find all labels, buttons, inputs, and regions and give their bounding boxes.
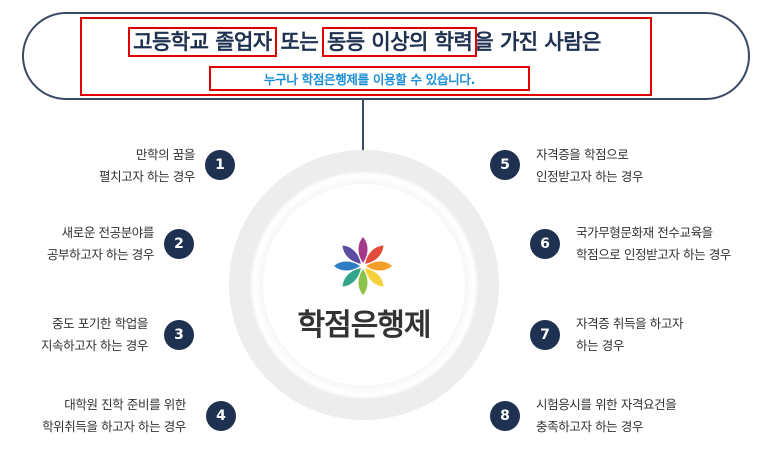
connector-line bbox=[362, 100, 364, 156]
list-item-5: 자격증을 학점으로 인정받고자 하는 경우 bbox=[536, 144, 643, 188]
item-2-line2: 공부하고자 하는 경우 bbox=[46, 247, 154, 262]
center-label: 학점은행제 bbox=[297, 308, 432, 343]
item-3-line1: 중도 포기한 학업을 bbox=[52, 316, 148, 331]
credit-bank-logo-icon bbox=[334, 237, 392, 295]
headline-highlight-equivalent: 동등 이상의 학력 bbox=[321, 27, 478, 57]
number-badge-2: 2 bbox=[164, 229, 194, 259]
headline-connector-text: 또는 bbox=[273, 30, 325, 54]
item-5-line2: 인정받고자 하는 경우 bbox=[536, 169, 644, 184]
item-8-line1: 시험응시를 위한 자격요건을 bbox=[536, 397, 677, 412]
item-7-line2: 하는 경우 bbox=[576, 338, 624, 353]
number-badge-5: 5 bbox=[490, 150, 520, 180]
list-item-2: 새로운 전공분야를 공부하고자 하는 경우 bbox=[47, 222, 154, 266]
number-badge-7: 7 bbox=[530, 320, 560, 350]
item-1-line1: 만학의 꿈을 bbox=[135, 147, 195, 162]
headline-tail-text: 을 가진 사람은 bbox=[474, 30, 601, 54]
number-badge-8: 8 bbox=[490, 401, 520, 431]
item-7-line1: 자격증 취득을 하고자 bbox=[576, 316, 684, 331]
list-item-7: 자격증 취득을 하고자 하는 경우 bbox=[576, 313, 683, 357]
list-item-3: 중도 포기한 학업을 지속하고자 하는 경우 bbox=[41, 313, 148, 357]
number-badge-3: 3 bbox=[164, 320, 194, 350]
item-4-line2: 학위취득을 하고자 하는 경우 bbox=[42, 419, 186, 434]
item-8-line2: 충족하고자 하는 경우 bbox=[536, 419, 644, 434]
number-badge-4: 4 bbox=[206, 401, 236, 431]
header-pill bbox=[22, 12, 750, 100]
item-6-line2: 학점으로 인정받고자 하는 경우 bbox=[576, 247, 732, 262]
headline-highlight-graduate: 고등학교 졸업자 bbox=[128, 27, 277, 57]
number-badge-6: 6 bbox=[530, 229, 560, 259]
number-badge-1: 1 bbox=[205, 150, 235, 180]
item-3-line2: 지속하고자 하는 경우 bbox=[40, 338, 148, 353]
headline-highlight-box bbox=[80, 17, 652, 96]
item-1-line2: 펼치고자 하는 경우 bbox=[99, 169, 195, 184]
headline: 고등학교 졸업자 또는 동등 이상의 학력을 가진 사람은 bbox=[80, 26, 652, 57]
list-item-1: 만학의 꿈을 펼치고자 하는 경우 bbox=[99, 144, 195, 188]
subtitle-box: 누구나 학점은행제를 이용할 수 있습니다. bbox=[209, 66, 530, 91]
item-5-line1: 자격증을 학점으로 bbox=[536, 147, 629, 162]
subtitle: 누구나 학점은행제를 이용할 수 있습니다. bbox=[263, 72, 476, 87]
list-item-6: 국가무형문화재 전수교육을 학점으로 인정받고자 하는 경우 bbox=[576, 222, 731, 266]
list-item-4: 대학원 진학 준비를 위한 학위취득을 하고자 하는 경우 bbox=[42, 394, 186, 438]
item-6-line1: 국가무형문화재 전수교육을 bbox=[576, 225, 713, 240]
item-4-line1: 대학원 진학 준비를 위한 bbox=[64, 397, 186, 412]
list-item-8: 시험응시를 위한 자격요건을 충족하고자 하는 경우 bbox=[536, 394, 677, 438]
item-2-line1: 새로운 전공분야를 bbox=[61, 225, 155, 240]
